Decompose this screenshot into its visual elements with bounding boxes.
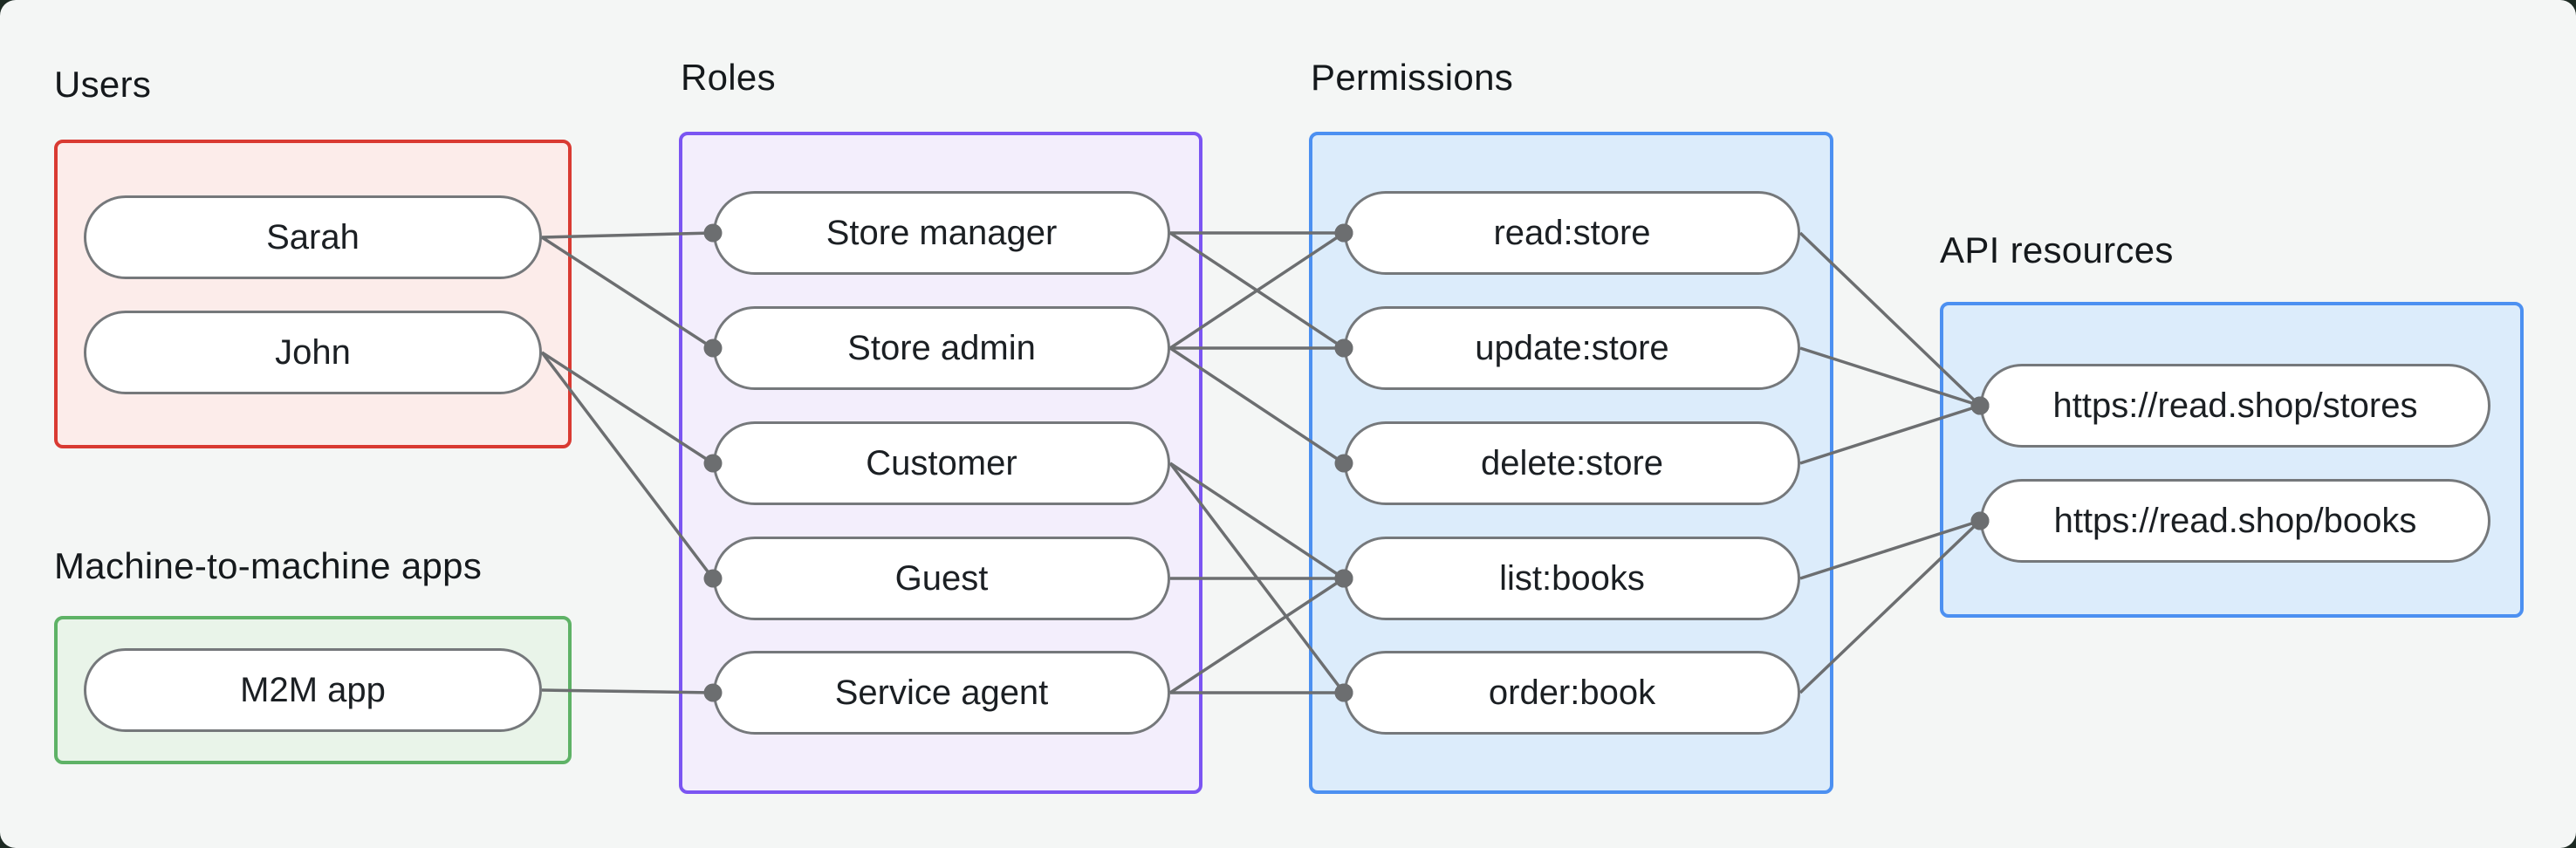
node-label: order:book: [1488, 673, 1656, 712]
group-label-machine-to-machine-apps: Machine-to-machine apps: [54, 545, 483, 586]
node-list-books: list:books: [1344, 537, 1800, 620]
node-label: Guest: [894, 558, 989, 598]
node-label: Store admin: [847, 328, 1036, 367]
node-label: https://read.shop/books: [2053, 501, 2417, 540]
node-label: John: [275, 332, 351, 372]
node-order-book: order:book: [1344, 651, 1800, 735]
node-service-agent: Service agent: [713, 651, 1170, 735]
node-label: Service agent: [834, 673, 1049, 712]
node-label: https://read.shop/stores: [2052, 386, 2418, 425]
group-label-api-resources: API resources: [1940, 229, 2174, 270]
node-label: Customer: [866, 443, 1017, 482]
node-label: delete:store: [1480, 443, 1664, 482]
node-label: list:books: [1499, 558, 1645, 598]
node-label: Store manager: [826, 213, 1058, 252]
node-delete-store: delete:store: [1344, 421, 1800, 505]
node-john: John: [84, 311, 542, 394]
node-label: Sarah: [266, 217, 360, 256]
group-box-api-resources: [1940, 302, 2524, 618]
node-store-manager: Store manager: [713, 191, 1170, 275]
group-label-permissions: Permissions: [1311, 57, 1514, 98]
node-label: M2M app: [240, 670, 386, 709]
node-customer: Customer: [713, 421, 1170, 505]
node-store-admin: Store admin: [713, 306, 1170, 390]
group-label-users: Users: [54, 64, 152, 105]
node-m2m-app: M2M app: [84, 648, 542, 732]
group-box-users: [54, 140, 572, 448]
node-api-books: https://read.shop/books: [1980, 479, 2490, 563]
node-update-store: update:store: [1344, 306, 1800, 390]
group-label-roles: Roles: [681, 57, 776, 98]
node-api-stores: https://read.shop/stores: [1980, 364, 2490, 448]
node-label: update:store: [1475, 328, 1669, 367]
node-label: read:store: [1493, 213, 1651, 252]
node-guest: Guest: [713, 537, 1170, 620]
node-read-store: read:store: [1344, 191, 1800, 275]
node-sarah: Sarah: [84, 195, 542, 279]
